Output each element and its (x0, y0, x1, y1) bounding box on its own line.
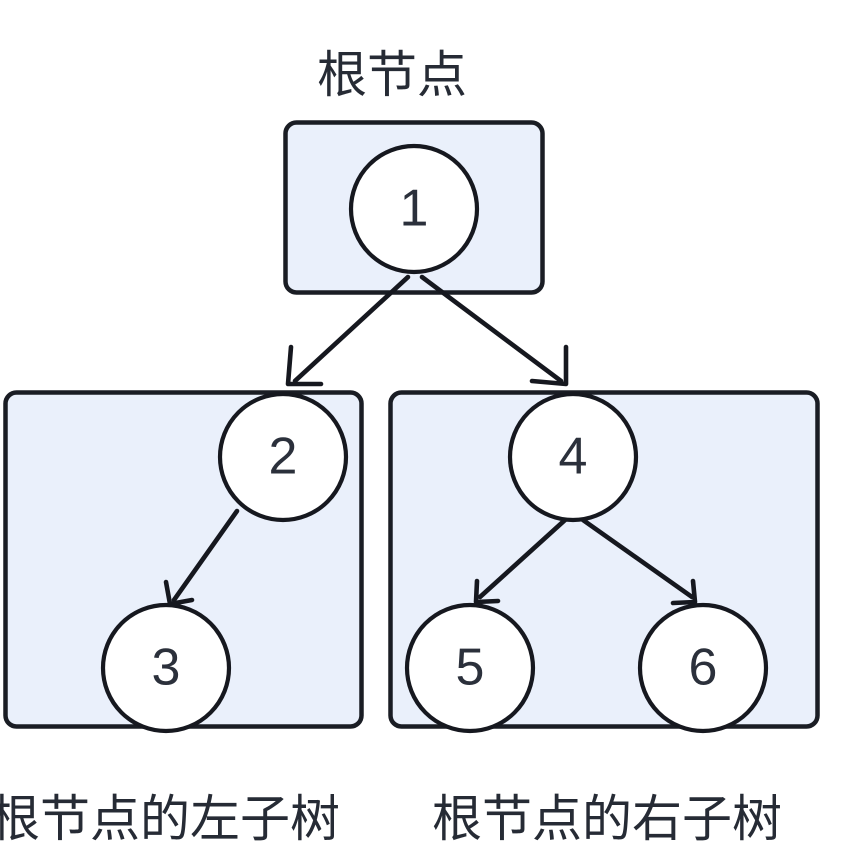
node-3-circle[interactable] (100, 602, 232, 734)
node-6-label: 6 (689, 639, 718, 697)
node-5-circle[interactable] (404, 602, 536, 734)
node-4[interactable]: 4 (507, 391, 639, 523)
edge-1-to-4-arrowhead (529, 344, 569, 387)
edge-4-to-6 (580, 517, 698, 606)
node-6[interactable]: 6 (637, 602, 769, 734)
edge-1-to-2-line (292, 274, 411, 384)
node-5[interactable]: 5 (404, 602, 536, 734)
edge-4-to-5-arrowhead (473, 578, 501, 605)
node-3-label: 3 (152, 639, 181, 697)
edge-4-to-5-line (477, 517, 568, 600)
edge-2-to-3-line (171, 508, 240, 603)
node-4-circle[interactable] (507, 391, 639, 523)
node-2-label: 2 (269, 428, 298, 486)
edge-1-to-2 (285, 274, 411, 387)
edge-1-to-4-line (419, 274, 564, 384)
node-3[interactable]: 3 (100, 602, 232, 734)
node-1[interactable]: 1 (348, 143, 480, 275)
left-subtree-caption: 根节点的左子树 (0, 791, 340, 847)
node-6-circle[interactable] (637, 602, 769, 734)
root-caption: 根节点 (317, 47, 467, 103)
node-1-label: 1 (400, 180, 429, 238)
edge-4-to-6-arrowhead (670, 578, 698, 606)
edge-4-to-5 (473, 517, 568, 605)
node-2-circle[interactable] (217, 391, 349, 523)
right-subtree-caption: 根节点的右子树 (432, 791, 782, 847)
node-5-label: 5 (456, 639, 485, 697)
edge-4-to-6-line (580, 517, 695, 600)
node-4-label: 4 (559, 428, 588, 486)
edge-1-to-4 (419, 274, 569, 387)
node-1-circle[interactable] (348, 143, 480, 275)
node-2[interactable]: 2 (217, 391, 349, 523)
edge-1-to-2-arrowhead (285, 344, 324, 387)
